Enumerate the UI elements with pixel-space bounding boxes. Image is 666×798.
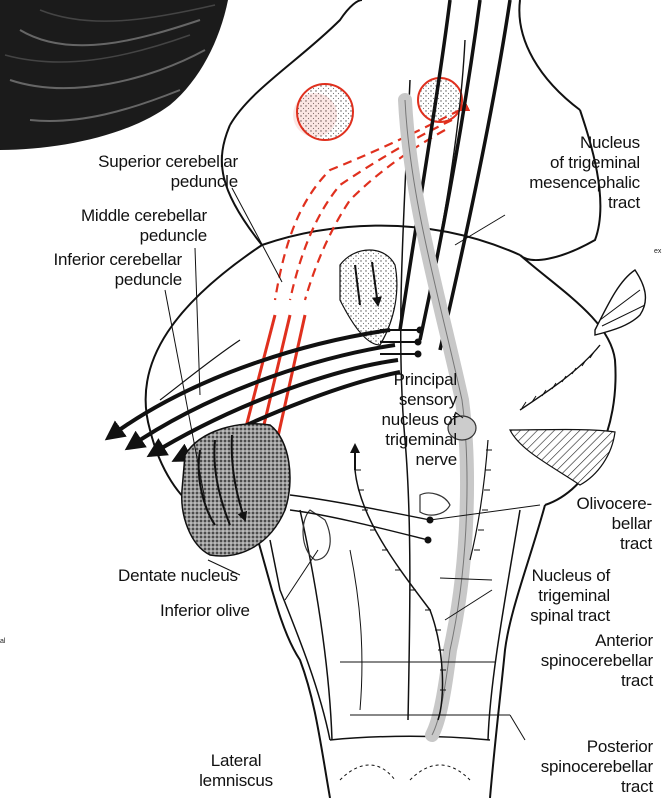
label-middle-cerebellar-peduncle: Middle cerebellar peduncle — [22, 206, 207, 246]
label-anterior-spinocerebellar: Anterior spinocerebellar tract — [495, 631, 653, 691]
label-lateral-lemniscus: Lateral lemniscus — [186, 751, 286, 791]
cropped-fragment: ex — [654, 248, 661, 256]
label-inferior-olive: Inferior olive — [160, 601, 250, 621]
label-olivocerebellar-tract: Olivocere- bellar tract — [540, 494, 652, 554]
red-nucleus-right — [418, 78, 462, 122]
label-dentate-nucleus: Dentate nucleus — [118, 566, 238, 586]
label-inferior-cerebellar-peduncle: Inferior cerebellar peduncle — [0, 250, 182, 290]
label-nucleus-trigeminal-spinal: Nucleus of trigeminal spinal tract — [495, 566, 610, 626]
cropped-fragment: al — [0, 638, 5, 646]
label-nucleus-trigeminal-mesencephalic: Nucleus of trigeminal mesencephalic trac… — [500, 133, 640, 213]
label-superior-cerebellar-peduncle: Superior cerebellar peduncle — [48, 152, 238, 192]
label-posterior-spinocerebellar: Posterior spinocerebellar tract — [495, 737, 653, 797]
label-principal-sensory-nucleus: Principal sensory nucleus of trigeminal … — [345, 370, 457, 470]
